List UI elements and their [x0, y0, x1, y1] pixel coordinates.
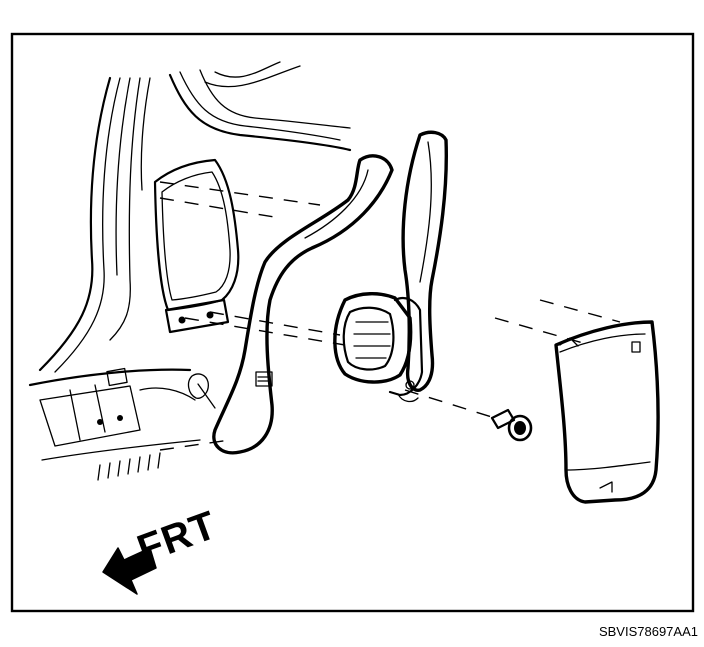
body-pillar-structure: [28, 61, 352, 481]
alignment-guide-lines: [159, 181, 621, 451]
seat-belt-webbing: [401, 130, 448, 392]
figure-code: SBVIS78697AA1: [598, 624, 698, 639]
seat-belt-retractor: [333, 292, 424, 403]
front-direction-arrow-icon: [102, 547, 157, 595]
trim-cover: [554, 320, 660, 504]
pillar-trim-panel: [212, 154, 394, 455]
illustration-border: [10, 32, 695, 613]
mounting-bolt: [490, 408, 533, 442]
